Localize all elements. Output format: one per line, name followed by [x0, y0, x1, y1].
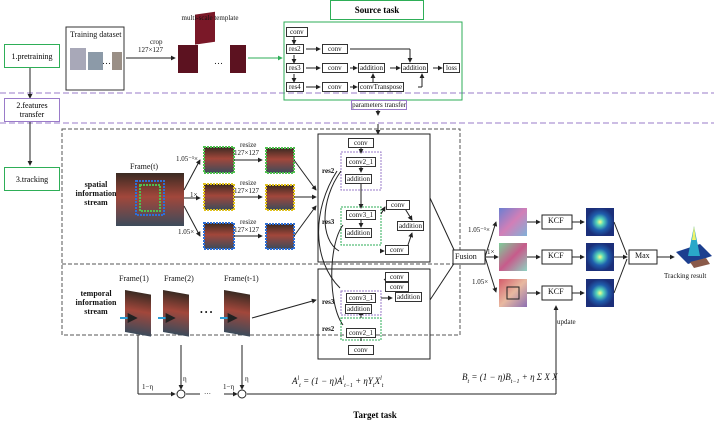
source-res4: res4	[286, 82, 304, 92]
resize-size-3: 127×127	[234, 226, 259, 234]
frame-2-label: Frame(2)	[164, 274, 194, 283]
spatial-addition-a: addition	[345, 174, 372, 184]
stage-features-transfer: 2.features transfer	[4, 98, 60, 122]
source-conv-a: conv	[322, 44, 348, 54]
temporal-stream-label: temporal information stream	[75, 289, 117, 316]
source-res3: res3	[286, 63, 304, 73]
spatial-conv-top: conv	[348, 138, 374, 148]
temporal-conv-bottom: conv	[348, 345, 374, 355]
source-conv-transpose: convTranspose	[358, 82, 405, 92]
formula-a-rhs: = (1 − η)A	[303, 376, 343, 386]
crop-size-label: 127×127	[138, 46, 163, 54]
spatial-stream-label: spatial information stream	[75, 180, 117, 207]
spatial-conv-r2: conv	[385, 245, 409, 255]
spatial-scale-up: 1.05×	[178, 228, 195, 236]
spatial-res3: res3	[322, 218, 335, 226]
track-scale-one: 1×	[487, 248, 495, 256]
spatial-addition-r: addition	[397, 221, 424, 231]
formula-a: Alt = (1 − η)Alt−1 + ηYtXlt	[292, 376, 384, 389]
weight-3: 1−η	[223, 383, 235, 391]
temporal-res3: res3	[322, 298, 335, 306]
target-task-title: Target task	[353, 410, 397, 420]
training-dataset-label: Training dataset	[70, 30, 122, 39]
source-conv-top: conv	[286, 27, 308, 37]
temporal-conv2-1: conv2_1	[346, 328, 377, 338]
stage-pretraining: 1.pretraining	[4, 44, 60, 68]
resize-label-2: resize	[240, 179, 257, 187]
temporal-res2: res2	[322, 325, 335, 333]
kcf-label-3: KCF	[548, 287, 564, 296]
source-task-title: Source task	[330, 0, 424, 20]
spatial-conv-r1: conv	[386, 200, 410, 210]
formula-b-rest: + η Σ X X	[521, 372, 558, 382]
temporal-conv-1: conv	[385, 272, 409, 282]
spatial-conv3-1: conv3_1	[346, 210, 377, 220]
tracking-result-label: Tracking result	[664, 272, 707, 280]
formula-b-rhs: = (1 − η)B	[471, 372, 511, 382]
dataset-ellipsis: …	[102, 56, 111, 66]
fusion-label: Fusion	[455, 252, 477, 261]
weight-1: 1−η	[142, 383, 154, 391]
temporal-ellipsis: • • •	[200, 308, 213, 317]
temporal-conv-2: conv	[385, 282, 409, 292]
track-scale-up: 1.05×	[472, 278, 489, 286]
kcf-label-1: KCF	[548, 216, 564, 225]
source-conv-c: conv	[322, 82, 348, 92]
source-res2: res2	[286, 44, 304, 54]
source-addition-1: addition	[358, 63, 385, 73]
parameters-transfer-label: parameters transfer	[351, 100, 407, 110]
crop-label: crop	[150, 38, 163, 46]
source-addition-2: addition	[401, 63, 428, 73]
formula-b-lhs: B	[462, 372, 468, 382]
weight-4: η	[245, 375, 249, 383]
formula-b: Bt = (1 − η)Bt−1 + η Σ X X	[462, 372, 558, 385]
weight-2: η	[183, 375, 187, 383]
spatial-res2: res2	[322, 167, 335, 175]
track-scale-down: 1.05⁻¹×	[468, 226, 490, 234]
frame-t-label: Frame(t)	[130, 162, 158, 171]
spatial-scale-down: 1.05⁻¹×	[176, 155, 198, 163]
resize-size-2: 127×127	[234, 187, 259, 195]
multiscale-template-label: multi-scale template	[181, 14, 239, 22]
template-ellipsis: …	[214, 56, 223, 66]
temporal-addition-b: addition	[345, 304, 372, 314]
stage-tracking: 3.tracking	[4, 167, 60, 191]
temporal-conv3-1: conv3_1	[346, 293, 377, 303]
resize-label-1: resize	[240, 141, 257, 149]
max-label: Max	[635, 251, 650, 260]
temporal-addition-r: addition	[395, 292, 422, 302]
update-label: update	[557, 318, 576, 326]
accumulation-ellipsis: …	[204, 388, 211, 396]
source-conv-b: conv	[322, 63, 348, 73]
frame-t-1-label: Frame(t-1)	[224, 274, 259, 283]
kcf-label-2: KCF	[548, 251, 564, 260]
formula-a-lhs: A	[292, 376, 298, 386]
resize-label-3: resize	[240, 218, 257, 226]
frame-1-label: Frame(1)	[119, 274, 149, 283]
source-loss: loss	[443, 63, 460, 73]
resize-size-1: 127×127	[234, 149, 259, 157]
spatial-scale-one: 1×	[190, 191, 198, 199]
spatial-conv2-1: conv2_1	[346, 157, 377, 167]
spatial-addition-b: addition	[345, 228, 372, 238]
formula-a-rest: + ηY	[355, 376, 373, 386]
